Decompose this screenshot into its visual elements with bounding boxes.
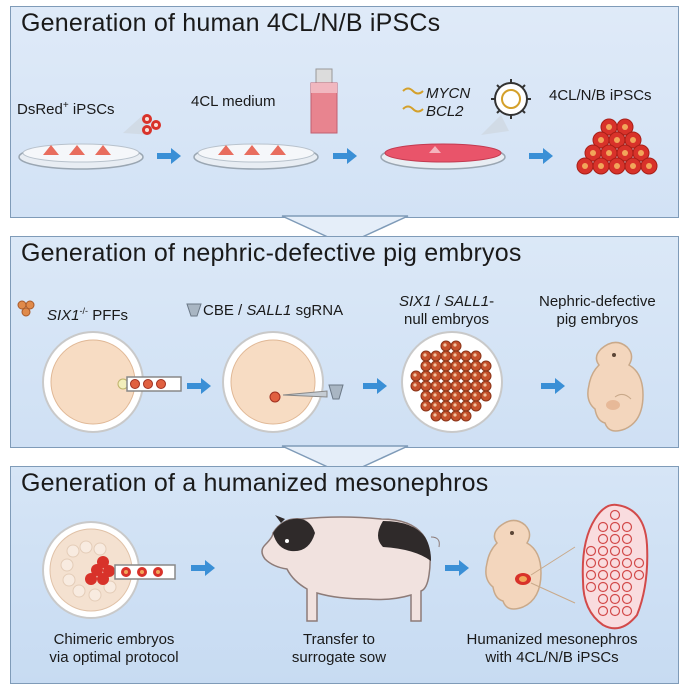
panel-ipsc-generation: Generation of human 4CL/N/B iPSCs DsRed+… <box>10 6 679 218</box>
label-bcl2: BCL2 <box>426 103 464 120</box>
arrow-icon <box>541 378 565 394</box>
arrow-icon <box>445 560 469 576</box>
embryo-illustrations <box>17 300 644 433</box>
culture-dish-1 <box>18 143 144 170</box>
arrow-icon <box>363 378 387 394</box>
label-4cl-n-b-ipscs: 4CL/N/B iPSCs <box>549 87 652 104</box>
panel-title: Generation of a humanized mesonephros <box>21 469 489 497</box>
pff-cells-icon <box>17 300 35 317</box>
ipsc-colony-icon <box>576 118 658 175</box>
virus-icon <box>481 79 531 135</box>
gene-wave-icon <box>402 87 424 113</box>
oocyte-nuclear-transfer <box>42 331 182 433</box>
culture-dish-3 <box>380 143 506 170</box>
panel-humanized-mesonephros: Generation of a humanized mesonephros Ch… <box>10 466 679 684</box>
label-cbe-sgrna: CBE / SALL1 sgRNA <box>203 302 344 319</box>
red-cells-cluster <box>123 114 161 135</box>
ipsc-illustrations <box>18 68 658 175</box>
pig-embryo-icon <box>587 341 644 432</box>
label-dsred-ipscs: DsRed+ iPSCs <box>17 100 115 118</box>
arrow-icon <box>157 148 181 164</box>
arrow-icon <box>333 148 357 164</box>
null-embryo-icon <box>401 331 503 433</box>
label-mycn: MYCN <box>426 85 471 102</box>
medium-flask-icon <box>310 68 338 134</box>
arrow-icon <box>187 378 211 394</box>
humanized-embryo-icon <box>485 519 576 610</box>
label-4cl-medium: 4CL medium <box>191 93 276 110</box>
oocyte-injection <box>222 331 344 433</box>
mesonephros-illustrations <box>42 503 649 630</box>
culture-dish-2 <box>193 143 319 170</box>
chimeric-embryo-icon <box>42 521 176 619</box>
label-six1-pffs: SIX1-/- PFFs <box>47 306 129 324</box>
panel-title: Generation of nephric-defective pig embr… <box>21 239 522 267</box>
panel-pig-embryos: Generation of nephric-defective pig embr… <box>10 236 679 448</box>
arrow-icon <box>191 560 215 576</box>
pipette-tip-icon <box>186 303 202 317</box>
surrogate-sow-icon <box>261 515 440 622</box>
panel-title: Generation of human 4CL/N/B iPSCs <box>21 9 441 37</box>
humanized-mesonephros-icon <box>581 503 649 630</box>
label-null-embryos: SIX1 / SALL1-null embryos <box>399 293 495 328</box>
arrow-icon <box>529 148 553 164</box>
